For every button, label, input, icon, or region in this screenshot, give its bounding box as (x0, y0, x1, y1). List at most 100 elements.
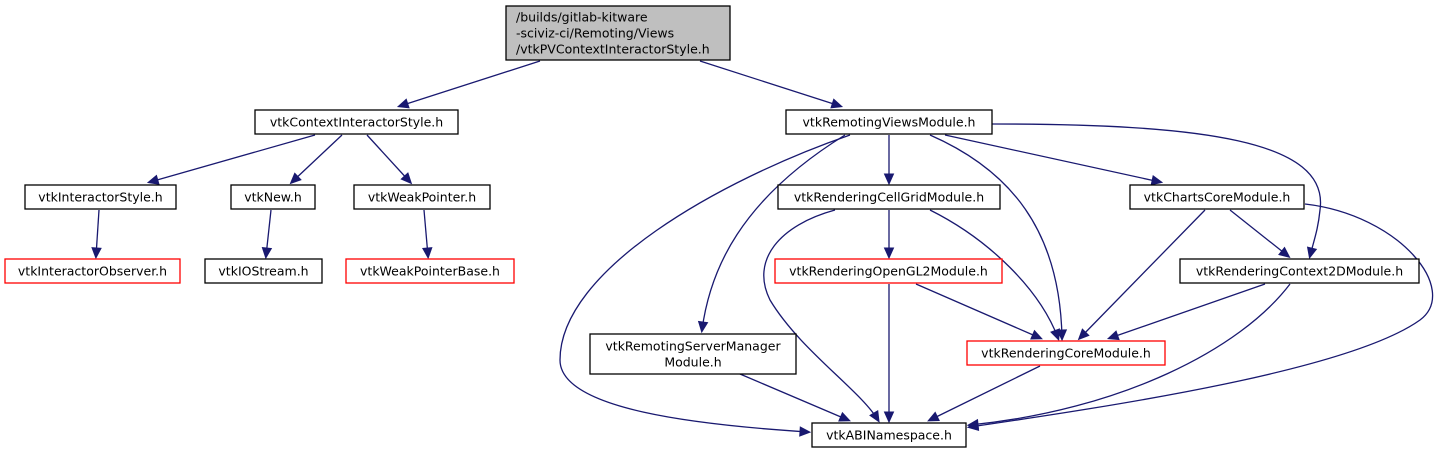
arrowhead-icon (1030, 329, 1043, 340)
edge-line (366, 134, 411, 183)
edge-remviews-to-cellgrid (883, 135, 895, 186)
node-label: vtkChartsCoreModule.h (1144, 190, 1291, 205)
edge-line (559, 134, 851, 433)
edge-line (915, 283, 1041, 339)
arrowhead-icon (261, 246, 273, 260)
edge-ctxstyle-to-new (289, 134, 343, 185)
node-box (785, 109, 993, 135)
edge-remviews-to-abi (559, 134, 851, 437)
arrowhead-icon (966, 418, 979, 430)
node-label: vtkContextInteractorStyle.h (270, 115, 443, 130)
edge-remviews-to-core (929, 134, 1068, 342)
node-box (254, 109, 459, 135)
edge-ogl2-to-core (915, 283, 1043, 340)
node-label: vtkNew.h (244, 190, 302, 205)
arrowhead-icon (400, 172, 413, 185)
edge-line (701, 134, 846, 331)
arrowhead-icon (869, 409, 880, 423)
edge-line (399, 60, 541, 107)
edge-line (1079, 209, 1206, 339)
edge-line (929, 365, 1041, 421)
node-core[interactable]: vtkRenderingCoreModule.h (966, 340, 1166, 366)
node-istyle[interactable]: vtkInteractorStyle.h (24, 184, 177, 210)
edge-charts-to-core (1077, 209, 1206, 341)
arrowhead-icon (1306, 246, 1318, 260)
edge-line (929, 209, 1059, 339)
edge-remviews-to-srvmgr (697, 134, 846, 334)
edge-remviews-to-ctx2d (991, 123, 1322, 260)
arrowhead-icon (146, 174, 160, 185)
node-box (966, 340, 1166, 366)
node-box (24, 184, 177, 210)
node-ctxstyle[interactable]: vtkContextInteractorStyle.h (254, 109, 459, 135)
node-label: vtkRenderingOpenGL2Module.h (789, 264, 988, 279)
node-iostream[interactable]: vtkIOStream.h (204, 258, 323, 284)
edge-line (944, 134, 1161, 183)
arrowhead-icon (883, 173, 895, 186)
node-label: vtkABINamespace.h (826, 428, 952, 443)
node-box (204, 258, 323, 284)
edge-charts-to-ctx2d (1229, 209, 1291, 258)
node-label: vtkRemotingServerManager (605, 339, 781, 354)
arrowhead-icon (883, 411, 895, 424)
node-box (589, 333, 797, 375)
node-new[interactable]: vtkNew.h (230, 184, 316, 210)
arrowhead-icon (396, 98, 410, 109)
node-charts[interactable]: vtkChartsCoreModule.h (1129, 184, 1305, 210)
node-label: vtkIOStream.h (218, 264, 308, 279)
edge-new-to-iostream (261, 209, 273, 260)
node-label: vtkRenderingCoreModule.h (981, 346, 1151, 361)
node-box (1129, 184, 1305, 210)
arrowhead-icon (1150, 175, 1164, 186)
edge-srvmgr-to-abi (739, 373, 851, 422)
edge-line (929, 134, 1063, 339)
edge-line (991, 123, 1322, 257)
node-cellgrid[interactable]: vtkRenderingCellGridModule.h (777, 184, 1001, 210)
arrowhead-icon (289, 172, 302, 185)
edge-cellgrid-to-abi (763, 209, 880, 423)
edge-line (969, 283, 1291, 426)
arrowhead-icon (1278, 246, 1291, 258)
arrowhead-icon (1106, 330, 1120, 341)
edge-charts-to-abi (966, 203, 1434, 431)
node-label: vtkRenderingContext2DModule.h (1196, 264, 1403, 279)
edge-line (1109, 283, 1266, 339)
arrowhead-icon (830, 98, 844, 109)
edge-cellgrid-to-core (929, 209, 1060, 342)
node-box (777, 184, 1001, 210)
edge-core-to-abi (927, 365, 1041, 422)
node-iobs[interactable]: vtkInteractorObserver.h (4, 258, 181, 284)
node-label: vtkRemotingViewsModule.h (803, 115, 976, 130)
edge-root-to-ctxstyle (396, 60, 541, 109)
node-root: /builds/gitlab-kitware-sciviz-ci/Remotin… (505, 5, 731, 61)
edge-line (699, 60, 841, 107)
edge-ctx2d-to-core (1106, 283, 1266, 341)
node-abi[interactable]: vtkABINamespace.h (811, 422, 967, 448)
node-box (353, 184, 491, 210)
node-label: vtkInteractorObserver.h (18, 264, 167, 279)
node-ctx2d[interactable]: vtkRenderingContext2DModule.h (1179, 258, 1420, 284)
edge-ctxstyle-to-weak (366, 134, 413, 185)
arrowhead-icon (1077, 328, 1090, 341)
edge-line (149, 134, 316, 183)
node-label: vtkInteractorStyle.h (38, 190, 162, 205)
edge-istyle-to-iobs (91, 209, 102, 260)
edge-weak-to-weakbase (422, 209, 433, 260)
node-remviews[interactable]: vtkRemotingViewsModule.h (785, 109, 993, 135)
edge-remviews-to-charts (944, 134, 1164, 186)
node-box (4, 258, 181, 284)
node-box (1179, 258, 1420, 284)
arrowhead-icon (697, 320, 709, 334)
node-box (811, 422, 967, 448)
node-box (505, 5, 731, 61)
node-weak[interactable]: vtkWeakPointer.h (353, 184, 491, 210)
node-label: Module.h (664, 355, 721, 370)
edge-ctx2d-to-abi (966, 283, 1291, 430)
node-weakbase[interactable]: vtkWeakPointerBase.h (345, 258, 515, 284)
arrowhead-icon (91, 247, 102, 260)
node-label: vtkWeakPointerBase.h (360, 264, 500, 279)
node-ogl2[interactable]: vtkRenderingOpenGL2Module.h (774, 258, 1003, 284)
edge-cellgrid-to-ogl2 (883, 210, 895, 260)
